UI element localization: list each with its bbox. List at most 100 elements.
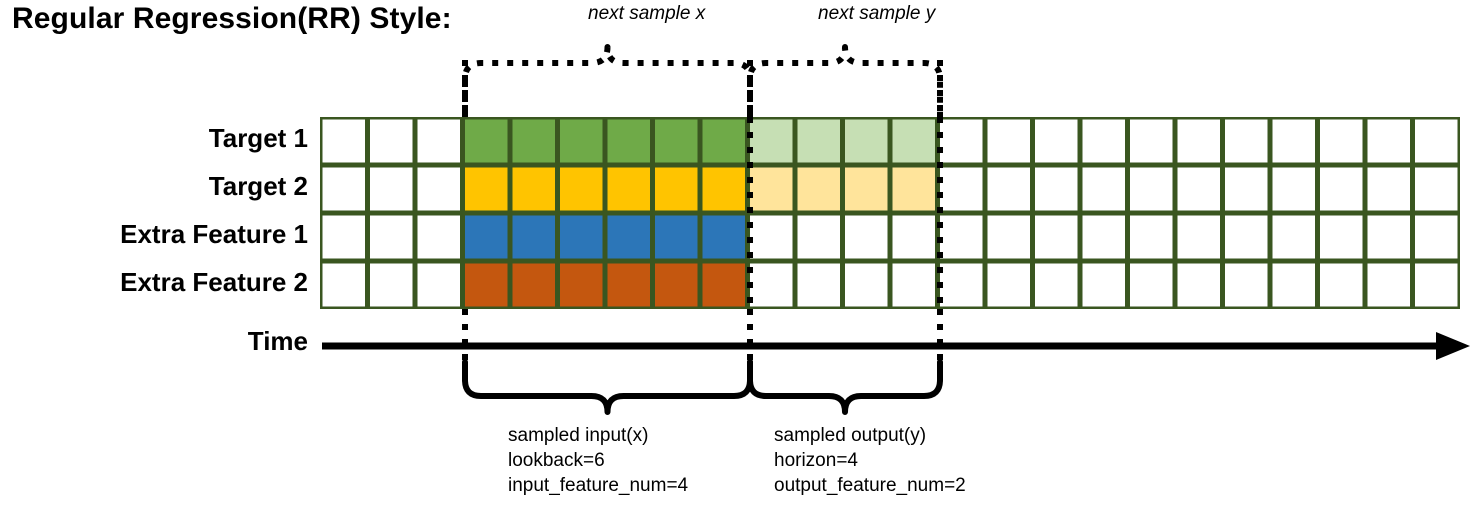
grid-cell <box>560 167 603 211</box>
grid-cell <box>1415 167 1458 211</box>
time-axis-arrowhead <box>1436 332 1470 360</box>
grid-cell <box>845 215 888 259</box>
grid-cell <box>1367 263 1410 307</box>
grid-cell <box>940 215 983 259</box>
row-label-target-1: Target 1 <box>208 123 308 153</box>
grid-cell <box>892 215 935 259</box>
grid-cell <box>845 167 888 211</box>
grid-cell <box>1177 119 1220 163</box>
sampled-output-note: sampled output(y) horizon=4 output_featu… <box>774 423 966 498</box>
grid-cell <box>1082 215 1125 259</box>
row-label-extra-feature-1: Extra Feature 1 <box>120 219 308 249</box>
grid-cell <box>560 263 603 307</box>
grid-cell <box>1272 167 1315 211</box>
grid-cell <box>512 167 555 211</box>
grid-cell <box>845 119 888 163</box>
grid-cell <box>465 215 508 259</box>
grid-cell <box>417 167 460 211</box>
time-axis-label: Time <box>247 326 308 356</box>
grid-cell <box>1225 215 1268 259</box>
grid-cell <box>655 263 698 307</box>
grid-cell <box>1130 215 1173 259</box>
grid-cell <box>1177 215 1220 259</box>
time-axis <box>322 332 1470 415</box>
grid-cell <box>702 263 745 307</box>
grid-cell <box>750 167 793 211</box>
grid-cell <box>560 215 603 259</box>
sampled-input-line-2: lookback=6 <box>508 450 605 471</box>
grid-cell <box>1035 119 1078 163</box>
grid-cell <box>607 215 650 259</box>
grid-cell <box>370 119 413 163</box>
next-sample-y-label: next sample y <box>818 3 936 24</box>
grid-cell <box>607 263 650 307</box>
grid-cell <box>750 215 793 259</box>
grid-cell <box>1272 215 1315 259</box>
grid-cell <box>702 119 745 163</box>
grid-cell <box>1225 263 1268 307</box>
grid-cell <box>655 215 698 259</box>
grid-cell <box>370 167 413 211</box>
grid-cell <box>987 215 1030 259</box>
grid-cell <box>417 119 460 163</box>
grid-cell <box>1130 263 1173 307</box>
grid-cell <box>1130 167 1173 211</box>
grid-cell <box>702 167 745 211</box>
grid-cell <box>797 167 840 211</box>
grid-cell <box>750 119 793 163</box>
grid-cell <box>1225 119 1268 163</box>
grid-cell <box>1367 215 1410 259</box>
grid-cell <box>987 263 1030 307</box>
grid-cell <box>1415 119 1458 163</box>
grid-cell <box>417 215 460 259</box>
grid-cell <box>1225 167 1268 211</box>
grid-cell <box>512 119 555 163</box>
grid-cell <box>1367 167 1410 211</box>
next-sample-x-label: next sample x <box>588 3 706 24</box>
grid-cell <box>1320 119 1363 163</box>
grid-cell <box>560 119 603 163</box>
grid-cell <box>702 215 745 259</box>
grid-cell <box>1130 119 1173 163</box>
grid-cell <box>322 119 365 163</box>
grid-cell <box>1415 263 1458 307</box>
row-label-target-2: Target 2 <box>208 171 308 201</box>
grid-cell <box>940 263 983 307</box>
brace-next-sample-y <box>747 44 943 117</box>
sampled-output-line-1: sampled output(y) <box>774 425 927 446</box>
grid-cell <box>1035 167 1078 211</box>
grid-cell <box>1272 263 1315 307</box>
grid-cell <box>1177 263 1220 307</box>
grid-cell <box>1035 263 1078 307</box>
grid-cell <box>892 263 935 307</box>
grid-cell <box>465 167 508 211</box>
grid-cell <box>512 215 555 259</box>
grid-cell <box>987 119 1030 163</box>
brace-next-sample-x <box>462 44 753 117</box>
brace-annotations <box>462 44 943 372</box>
brace-sampled-output <box>747 359 943 415</box>
grid-cell <box>655 119 698 163</box>
sampled-output-line-3: output_feature_num=2 <box>774 475 966 496</box>
sampled-input-line-1: sampled input(x) <box>508 425 649 446</box>
grid-cell <box>1082 263 1125 307</box>
grid-cell <box>512 263 555 307</box>
grid-cell <box>940 167 983 211</box>
grid-cell <box>417 263 460 307</box>
grid-cell <box>1415 215 1458 259</box>
grid-cell <box>892 119 935 163</box>
grid-cell <box>940 119 983 163</box>
row-label-extra-feature-2: Extra Feature 2 <box>120 267 308 297</box>
grid-cell <box>845 263 888 307</box>
feature-grid <box>320 117 1460 309</box>
grid-cell <box>322 215 365 259</box>
grid-cell <box>1082 119 1125 163</box>
grid-cell <box>1177 167 1220 211</box>
sampled-input-note: sampled input(x) lookback=6 input_featur… <box>508 423 688 498</box>
grid-cell <box>797 119 840 163</box>
grid-cell <box>797 215 840 259</box>
grid-cell <box>1035 215 1078 259</box>
grid-cell <box>1320 263 1363 307</box>
page-title: Regular Regression(RR) Style: <box>12 2 452 35</box>
